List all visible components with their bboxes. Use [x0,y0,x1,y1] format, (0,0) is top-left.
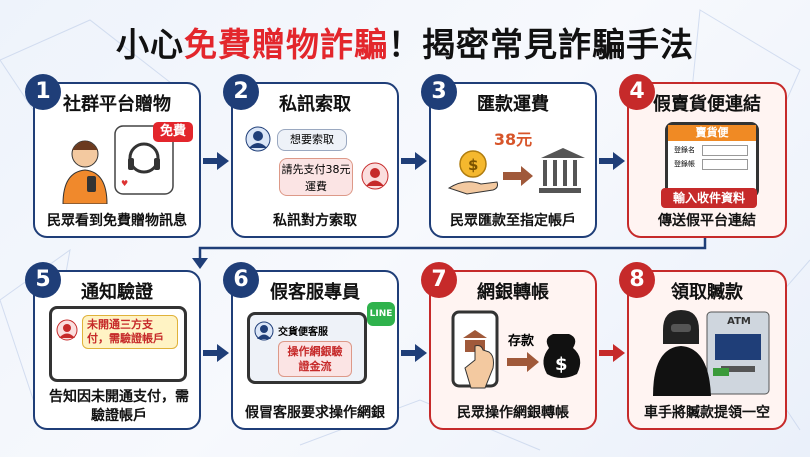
step-caption: 民眾看到免費贈物訊息 [47,213,187,229]
svg-text:$: $ [555,354,568,375]
agent-message: 操作網銀驗證金流 [278,341,352,377]
step-card-2: 2 私訊索取 想要索取 請先支付38元運費 私訊對方索取 [223,74,399,238]
step-title: 社群平台贈物 [63,94,171,115]
line-app-icon: LINE [367,302,395,326]
form-field-account-box[interactable] [702,159,748,170]
step-number-badge: 4 [619,74,655,110]
transfer-amount: 38元 [493,130,533,149]
user-avatar-icon [245,126,271,152]
step-number-badge: 1 [25,74,61,110]
step-title: 私訊索取 [279,94,351,115]
title-prefix: 小心 [116,25,184,64]
atm-label: ATM [727,316,751,327]
step-title: 領取贓款 [671,282,743,303]
step-number-badge: 6 [223,262,259,298]
title-highlight: 免費贈物詐騙 [184,25,388,64]
person-with-phone-illustration: ♥ [62,125,174,204]
step-card-1: 1 社群平台贈物 ♥ 免費 民眾看到免費贈物訊息 [25,74,201,238]
step-card-3: 3 匯款運費 38元 $ 民眾匯款至指定帳戶 [421,74,597,238]
step-caption: 民眾操作網銀轉帳 [457,405,569,421]
step-number-badge: 8 [619,262,655,298]
online-banking-illustration: $ [451,310,581,389]
page-title: 小心免費贈物詐騙！揭密常見詐騙手法 [0,18,810,66]
step-caption: 私訊對方索取 [273,213,357,229]
step-caption: 假冒客服要求操作網銀 [245,405,385,421]
step-number-badge: 7 [421,262,457,298]
step-card-8: 8 領取贓款 ATM 車手將贓款提領一空 [619,262,787,430]
scammer-avatar-icon [56,319,78,341]
title-suffix: ！揭密常見詐騙手法 [388,25,694,64]
arrow-right-icon [599,344,625,362]
agent-name: 交貨便客服 [278,327,328,338]
step-card-6: 6 假客服專員 LINE 交貨便客服 操作網銀驗證金流 假冒客服要求操作網銀 [223,262,399,430]
verification-message: 未開通三方支付，需驗證帳戶 [82,315,178,349]
step-title: 網銀轉帳 [477,282,549,303]
step-title: 假賣貨便連結 [653,94,761,115]
step-card-4: 4 假賣貨便連結 賣貨便 登錄名 登錄帳 輸入收件資料 傳送假平台連結 [619,74,787,238]
step-caption: 民眾匯款至指定帳戶 [450,213,576,229]
svg-text:$: $ [468,156,478,174]
step-number-badge: 2 [223,74,259,110]
deposit-label: 存款 [507,334,534,349]
form-field-name-box[interactable] [702,145,748,156]
fake-shop-phone: 賣貨便 登錄名 登錄帳 [665,122,759,198]
step-title: 假客服專員 [270,282,360,303]
step-caption: 告知因未開通支付，需驗證帳戶 [49,389,189,424]
chat-bubble-fee: 請先支付38元運費 [279,158,353,196]
step-caption: 車手將贓款提領一空 [644,405,770,421]
phone-screen: 未開通三方支付，需驗證帳戶 [49,306,187,382]
free-badge: 免費 [153,122,193,142]
form-field-account: 登錄帳 [674,160,695,168]
arrow-right-icon [599,152,625,170]
step-title: 匯款運費 [477,94,549,115]
fake-shop-app-title: 賣貨便 [668,125,756,141]
arrow-right-icon [203,152,229,170]
atm-withdrawal-illustration [653,310,770,396]
form-field-name: 登錄名 [674,146,695,154]
enter-address-button[interactable]: 輸入收件資料 [661,188,757,208]
step-caption: 傳送假平台連結 [658,213,756,229]
step-card-5: 5 通知驗證 未開通三方支付，需驗證帳戶 告知因未開通支付，需驗證帳戶 [25,262,201,430]
agent-avatar-icon [254,321,274,341]
phone-screen: 交貨便客服 操作網銀驗證金流 [247,312,367,384]
arrow-right-icon [203,344,229,362]
scammer-avatar-icon [361,162,389,190]
arrow-right-icon [401,344,427,362]
step-number-badge: 3 [421,74,457,110]
step-title: 通知驗證 [81,282,153,303]
svg-text:♥: ♥ [121,179,128,188]
return-arrow-icon [192,238,707,269]
arrow-right-icon [401,152,427,170]
chat-bubble-request: 想要索取 [277,129,347,151]
money-to-bank-illustration: $ [447,148,585,195]
step-number-badge: 5 [25,262,61,298]
step-card-7: 7 網銀轉帳 $ 存款 民眾操作網銀轉帳 [421,262,597,430]
